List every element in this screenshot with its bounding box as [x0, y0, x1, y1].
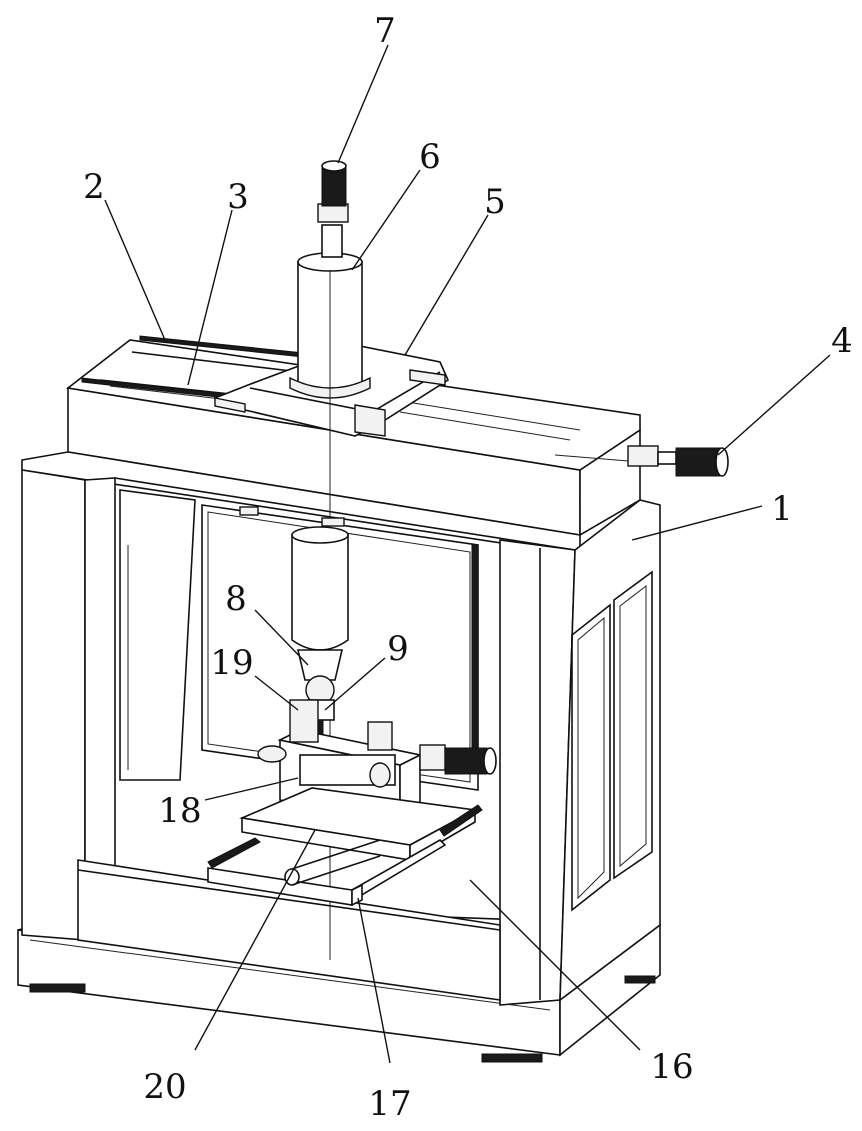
label-16: 16 [650, 1047, 693, 1087]
label-19: 19 [210, 643, 253, 683]
label-4: 4 [831, 321, 853, 361]
label-6: 6 [419, 137, 441, 177]
part-labels: 7 6 5 2 3 4 1 8 9 19 18 20 17 16 [83, 11, 853, 1124]
label-18: 18 [158, 791, 201, 831]
label-9: 9 [387, 629, 409, 669]
label-17: 17 [368, 1084, 411, 1124]
slide-rails [207, 804, 483, 907]
label-3: 3 [227, 177, 249, 217]
fixture [257, 699, 423, 827]
side-motor [627, 445, 729, 477]
lower-spindle [239, 506, 349, 651]
label-5: 5 [484, 182, 506, 222]
top-motor [317, 160, 349, 258]
fixture-motor [419, 744, 497, 775]
label-2: 2 [83, 167, 105, 207]
spindle-housing [289, 252, 371, 960]
label-8: 8 [225, 579, 247, 619]
work-table [239, 787, 478, 862]
label-7: 7 [374, 11, 396, 51]
leader-lines [104, 44, 831, 1064]
label-20: 20 [143, 1067, 186, 1107]
label-1: 1 [771, 489, 793, 529]
main-frame [21, 339, 661, 1006]
